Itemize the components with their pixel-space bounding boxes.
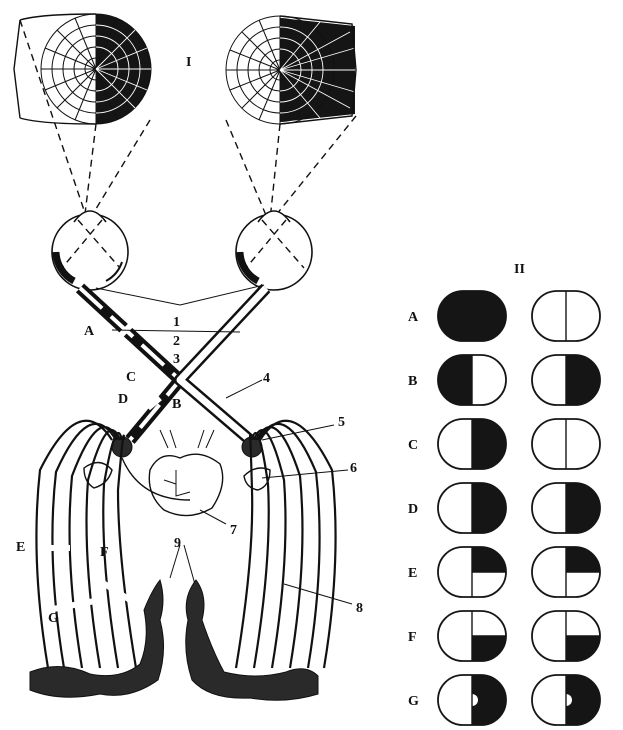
field-row-label-c: C xyxy=(408,438,418,453)
field-d-left-eye xyxy=(437,482,507,534)
right-optic-radiation xyxy=(234,419,337,669)
field-a-right-eye xyxy=(531,290,601,342)
field-g-left-eye xyxy=(437,674,507,726)
right-eye xyxy=(235,210,313,291)
field-f-left-eye xyxy=(437,610,507,662)
lesion-f: F xyxy=(100,545,109,560)
field-e-left-eye xyxy=(437,546,507,598)
projection-lines xyxy=(19,19,357,223)
lesion-d: D xyxy=(118,392,128,407)
label-2: 2 xyxy=(173,334,180,349)
label-1: 1 xyxy=(173,315,180,330)
lesion-g: G xyxy=(48,611,59,626)
field-row-label-f: F xyxy=(408,630,417,645)
label-7: 7 xyxy=(230,523,237,538)
label-8: 8 xyxy=(356,601,363,616)
lesion-c: C xyxy=(126,370,136,385)
field-c-right-eye xyxy=(531,418,601,470)
field-d-right-eye xyxy=(531,482,601,534)
left-optic-radiation xyxy=(35,419,138,669)
right-visual-field xyxy=(225,15,357,125)
field-defect-grid: A B C D E F G xyxy=(408,290,601,726)
section-two-label: II xyxy=(514,262,525,277)
lesion-b: B xyxy=(172,397,181,412)
visual-cortex xyxy=(29,578,319,701)
field-c-left-eye xyxy=(437,418,507,470)
field-b-left-eye xyxy=(437,354,507,406)
label-3: 3 xyxy=(173,352,180,367)
left-eye xyxy=(51,210,129,291)
field-g-right-eye xyxy=(531,674,601,726)
optic-pathway xyxy=(75,283,271,458)
leader-lines xyxy=(95,284,353,605)
field-row-label-a: A xyxy=(408,310,419,325)
field-row-label-e: E xyxy=(408,566,417,581)
label-9: 9 xyxy=(174,536,181,551)
lesion-letters: A C D B E F G xyxy=(16,324,181,626)
lesion-e: E xyxy=(16,540,25,555)
label-6: 6 xyxy=(350,461,357,476)
field-a-left-eye xyxy=(437,290,507,342)
field-row-label-g: G xyxy=(408,694,419,709)
label-5: 5 xyxy=(338,415,345,430)
label-4: 4 xyxy=(263,371,270,386)
section-one-label: I xyxy=(186,55,191,70)
field-f-right-eye xyxy=(531,610,601,662)
field-row-label-d: D xyxy=(408,502,418,517)
brainstem-outline xyxy=(83,429,271,517)
structure-numbers: 1 2 3 4 5 6 7 8 9 xyxy=(173,315,363,616)
field-b-right-eye xyxy=(531,354,601,406)
lesion-a: A xyxy=(84,324,95,339)
field-row-label-b: B xyxy=(408,374,417,389)
field-e-right-eye xyxy=(531,546,601,598)
radiation-lesions xyxy=(40,545,132,613)
left-visual-field xyxy=(13,13,152,125)
